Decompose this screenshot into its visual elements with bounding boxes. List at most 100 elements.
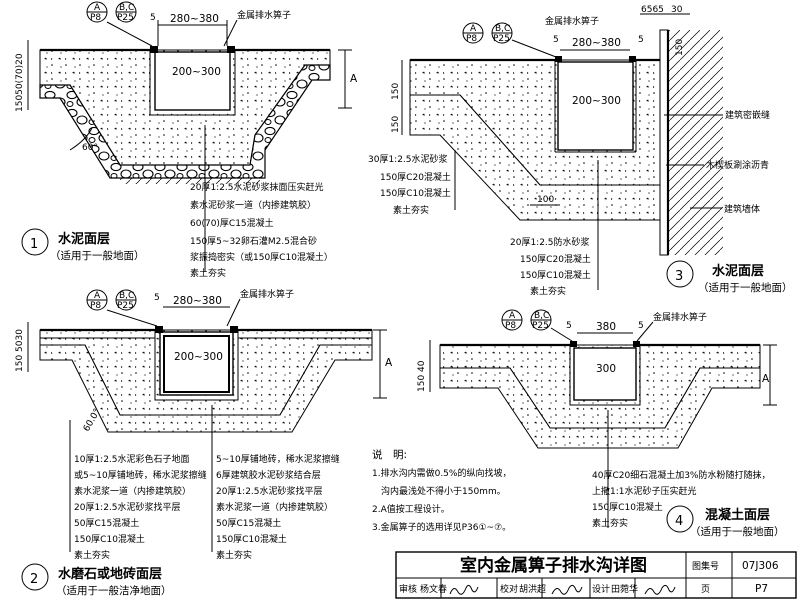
detail4-tag-bc: B,C bbox=[534, 311, 549, 321]
detail-1: 280~380 200~300 5 A P8 B,C P25 金属排水箅子 15… bbox=[15, 1, 358, 279]
detail3-channel bbox=[557, 61, 634, 151]
detail2-note-r7: 素土夯实 bbox=[216, 549, 252, 561]
detail2-note-l3: 素水泥浆一道（内掺建筑胶） bbox=[74, 485, 191, 497]
title-block: 室内金属箅子排水沟详图 图集号 07J306 页 P7 审核 杨文春 校对 胡洪… bbox=[395, 551, 797, 599]
detail2-angle: 60.0° bbox=[82, 407, 103, 433]
detail4-note-2: 上撒1:1水泥砂子压实赶光 bbox=[592, 485, 697, 497]
detail2-note-l2: 或5~10厚铺地砖，稀水泥浆擦缝 bbox=[74, 469, 207, 481]
detail3-note-l4: 素土夯实 bbox=[530, 285, 566, 297]
explain-item-2: 沟内最浅处不得小于150mm。 bbox=[372, 485, 506, 497]
reviewer: 杨文春 bbox=[420, 583, 447, 595]
detail1-note-6: 素土夯实 bbox=[190, 267, 226, 279]
atlas-no: 07J306 bbox=[742, 560, 779, 572]
detail1-tag-bc: B,C bbox=[119, 3, 134, 13]
detail3-wall-label-3: 建筑墙体 bbox=[724, 203, 760, 215]
explanation: 说 明: 1.排水沟内需做0.5%的纵向找坡， 沟内最浅处不得小于150mm。 … bbox=[372, 448, 511, 533]
detail4-dim-a: A bbox=[762, 373, 770, 385]
detail1-note-4: 150厚5~32卵石灌M2.5混合砂 bbox=[190, 235, 317, 247]
detail-4: 380 300 5 5 A P8 B,C P25 金属排水箅子 150 40 A… bbox=[417, 309, 785, 538]
checker-signature bbox=[551, 584, 583, 595]
detail1-dim-a: A bbox=[350, 73, 358, 85]
detail1-note-2: 素水泥砂浆一道（内掺建筑胶） bbox=[190, 199, 316, 211]
detail3-num: 3 bbox=[675, 269, 683, 284]
detail2-tag-bc: B,C bbox=[119, 291, 134, 301]
detail4-note-3: 150厚C10混凝土 bbox=[592, 501, 663, 513]
detail4-note-1: 40厚C20细石混凝土加3%防水粉随打随抹， bbox=[592, 469, 770, 481]
detail3-dim-5: 5 bbox=[553, 35, 559, 45]
detail3-name: 水泥面层 bbox=[712, 263, 764, 279]
detail1-dim-5: 5 bbox=[150, 13, 156, 23]
detail3-top-30: 30 bbox=[671, 5, 683, 15]
detail3-note-u1: 30厚1:2.5水泥砂浆 bbox=[368, 153, 448, 165]
detail2-note-l1: 10厚1:2.5水泥彩色石子地面 bbox=[74, 453, 190, 465]
review-label: 审核 bbox=[399, 583, 417, 595]
design-label: 设计 bbox=[592, 583, 610, 595]
explain-title: 说 明: bbox=[372, 448, 407, 461]
detail1-num: 1 bbox=[30, 237, 38, 252]
detail3-note-u2: 150厚C20混凝土 bbox=[380, 171, 451, 183]
detail1-angle: 60° bbox=[82, 143, 98, 153]
detail3-tag-bc: B,C bbox=[495, 24, 510, 34]
detail3-dim-5b: 5 bbox=[638, 35, 644, 45]
detail3-tag-p25: P25 bbox=[493, 34, 510, 44]
detail1-note-5: 浆振捣密实（或150厚C10混凝土） bbox=[190, 251, 333, 263]
detail1-left-dims: 15050(70)20 bbox=[15, 53, 25, 112]
detail4-name: 混凝土面层 bbox=[705, 507, 770, 523]
detail4-channel bbox=[573, 347, 637, 401]
page-label: 页 bbox=[701, 584, 710, 595]
check-label: 校对 bbox=[500, 583, 518, 595]
explain-item-1: 1.排水沟内需做0.5%的纵向找坡， bbox=[372, 467, 511, 479]
detail2-note-r1: 5~10厚铺地砖，稀水泥浆擦缝 bbox=[216, 453, 340, 465]
detail3-left-150a: 150 bbox=[391, 83, 401, 100]
detail3-wall-label-1: 建筑密嵌缝 bbox=[725, 109, 770, 121]
detail-2: 280~380 200~300 5 A P8 B,C P25 金属排水箅子 15… bbox=[15, 288, 393, 597]
designer: 田菀华 bbox=[611, 583, 638, 595]
detail2-note-r2: 6厚建筑胶水泥砂浆结合层 bbox=[216, 469, 321, 481]
detail2-channel bbox=[159, 331, 234, 396]
detail4-note-4: 素土夯实 bbox=[592, 517, 628, 529]
explain-item-3: 2.A值按工程设计。 bbox=[372, 503, 450, 515]
detail3-right-150: 150 bbox=[675, 39, 685, 56]
detail4-left-dims: 150 40 bbox=[417, 360, 427, 392]
detail2-dim-5: 5 bbox=[154, 293, 160, 303]
explain-item-4: 3.金属箅子的选用详见P36①~⑦。 bbox=[372, 521, 511, 533]
detail4-top-width: 380 bbox=[596, 321, 616, 333]
detail1-top-width: 280~380 bbox=[170, 13, 219, 25]
detail3-note-l1: 20厚1:2.5防水砂浆 bbox=[510, 236, 590, 248]
detail3-wall-label-2: 木楔板涮涂沥青 bbox=[706, 159, 769, 171]
detail4-tag-a: A bbox=[509, 311, 516, 321]
detail1-grate-label: 金属排水箅子 bbox=[237, 9, 291, 21]
detail2-concrete-lower bbox=[39, 344, 373, 433]
detail3-note-u4: 素土夯实 bbox=[393, 204, 429, 216]
detail4-tags: A P8 B,C P25 bbox=[501, 309, 573, 342]
detail4-tag-p25: P25 bbox=[532, 321, 549, 331]
detail4-scope: （适用于一般地面） bbox=[690, 525, 785, 538]
detail3-note-l2: 150厚C20混凝土 bbox=[520, 253, 591, 265]
atlas-label: 图集号 bbox=[692, 560, 719, 572]
detail2-note-l4: 20厚1:2.5水泥砂浆找平层 bbox=[74, 501, 181, 513]
detail1-tag-p25: P25 bbox=[117, 13, 134, 23]
detail2-note-r4: 素水泥浆一道（内掺建筑胶） bbox=[216, 501, 333, 513]
detail2-inner-width: 200~300 bbox=[174, 351, 223, 363]
detail2-note-l6: 150厚C10混凝土 bbox=[74, 533, 145, 545]
detail2-grate-label: 金属排水箅子 bbox=[240, 288, 294, 300]
detail2-tag-a: A bbox=[94, 291, 101, 301]
detail-3: 280~380 6565 30 200~300 5 5 A P8 B,C P25… bbox=[368, 5, 793, 297]
detail2-dim-a: A bbox=[385, 357, 393, 369]
title-block-title: 室内金属箅子排水沟详图 bbox=[460, 555, 647, 576]
designer-signature bbox=[644, 584, 676, 595]
detail3-note-l3: 150厚C10混凝土 bbox=[520, 269, 591, 281]
detail2-note-r6: 150厚C10混凝土 bbox=[216, 533, 287, 545]
detail2-name: 水磨石或地砖面层 bbox=[58, 566, 162, 582]
detail3-note-u3: 150厚C10混凝土 bbox=[380, 187, 451, 199]
detail4-dim-5: 5 bbox=[566, 321, 572, 331]
detail3-bottom-100: 100 bbox=[537, 195, 554, 205]
detail3-scope: （适用于一般地面） bbox=[698, 281, 793, 294]
detail2-note-r5: 50厚C15混凝土 bbox=[216, 517, 281, 529]
detail3-left-150b: 150 bbox=[391, 116, 401, 133]
detail2-tag-p8: P8 bbox=[90, 301, 101, 311]
checker: 胡洪超 bbox=[519, 583, 546, 595]
detail4-grate-label: 金属排水箅子 bbox=[653, 311, 707, 323]
detail1-note-1: 20厚1:2.5水泥砂浆抹面压实赶光 bbox=[190, 181, 324, 193]
